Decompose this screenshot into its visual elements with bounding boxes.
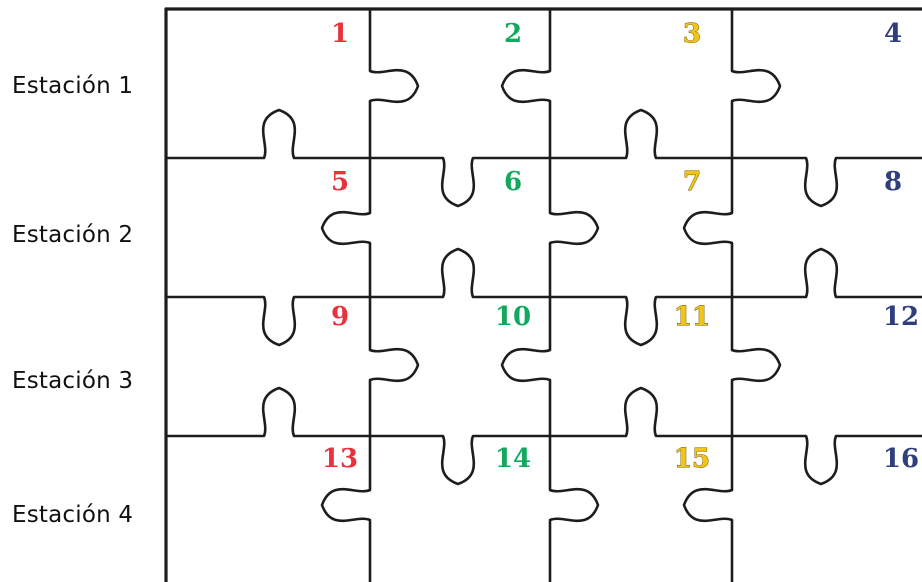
piece-number-14: 14 bbox=[495, 444, 531, 474]
horizontal-seam-3 bbox=[166, 388, 922, 484]
vertical-seam-3 bbox=[684, 9, 780, 582]
piece-number-3: 3 bbox=[683, 19, 701, 49]
piece-number-2: 2 bbox=[504, 19, 522, 49]
piece-number-8: 8 bbox=[884, 167, 902, 197]
piece-number-9: 9 bbox=[331, 302, 349, 332]
piece-number-6: 6 bbox=[504, 167, 522, 197]
piece-number-5: 5 bbox=[331, 167, 349, 197]
piece-number-1: 1 bbox=[331, 19, 349, 49]
vertical-seam-2 bbox=[502, 9, 598, 582]
piece-number-4: 4 bbox=[884, 19, 902, 49]
vertical-seam-1 bbox=[322, 9, 418, 582]
piece-number-11: 11 bbox=[674, 302, 710, 332]
piece-number-13: 13 bbox=[322, 444, 358, 474]
piece-number-16: 16 bbox=[883, 444, 919, 474]
piece-number-7: 7 bbox=[683, 167, 701, 197]
piece-number-15: 15 bbox=[674, 444, 710, 474]
piece-number-12: 12 bbox=[883, 302, 919, 332]
piece-number-10: 10 bbox=[495, 302, 531, 332]
horizontal-seam-2 bbox=[166, 249, 922, 345]
horizontal-seam-1 bbox=[166, 110, 922, 206]
